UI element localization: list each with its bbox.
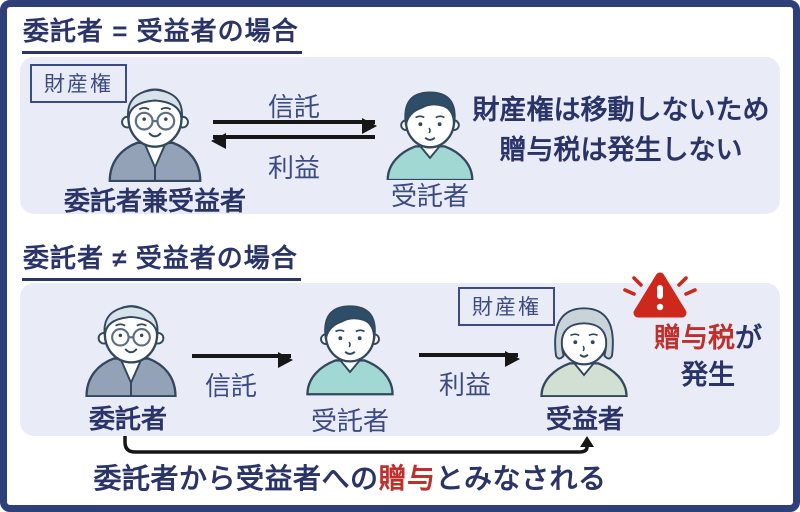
property-right-box-1: 財産権 [30, 64, 127, 103]
gift-tax-warning-line1: 贈与税が [632, 320, 784, 357]
benefit-arrow-label-2: 利益 [438, 370, 491, 400]
gift-tax-warning-line2: 発生 [681, 360, 735, 390]
section2-title: 委託者 ≠ 受益者の場合 [22, 238, 301, 281]
young-man-illustration-2 [306, 305, 394, 396]
trust-arrow-label-2: 信託 [204, 371, 257, 401]
gift-deemed-note-prefix: 委託者から受益者への [93, 463, 379, 494]
benefit-arrow-2 [419, 351, 520, 367]
settlor-beneficiary-label: 委託者兼受益者 [63, 186, 246, 216]
section1-result-line1: 財産権は移動しないため [472, 95, 770, 125]
elderly-man-illustration-1 [108, 88, 202, 182]
trustee-label-1: 受託者 [390, 181, 469, 211]
section2-heading-wrap: 委託者 ≠ 受益者の場合 [22, 238, 301, 281]
elderly-man-illustration-2 [85, 305, 177, 397]
trust-arrowhead-2 [278, 352, 293, 368]
benefit-arrow-1 [211, 133, 375, 149]
gift-deemed-note-suffix: とみなされる [435, 463, 607, 494]
gift-tax-warning-suffix: が [735, 323, 762, 353]
elderly-woman-illustration [540, 307, 628, 397]
gift-tax-warning-emphasis: 贈与税 [654, 323, 735, 353]
trustee-label-2: 受託者 [310, 406, 389, 436]
beneficiary-label: 受益者 [545, 404, 624, 434]
warning-icon [623, 272, 697, 318]
property-right-label-2: 財産権 [458, 287, 555, 326]
benefit-arrow-label-1: 利益 [267, 153, 320, 183]
settlor-to-beneficiary-bracket-arrow [123, 436, 594, 454]
property-right-label-1: 財産権 [30, 64, 127, 103]
gift-deemed-note-emphasis: 贈与 [378, 463, 436, 494]
trust-arrowhead-1 [362, 118, 377, 134]
benefit-arrowhead-1 [211, 133, 226, 149]
gift-tax-warning-text: 贈与税が 発生 [632, 320, 784, 394]
trust-arrow-label-1: 信託 [267, 92, 320, 122]
gift-deemed-note: 委託者から受益者への贈与とみなされる [60, 457, 640, 497]
property-right-box-2: 財産権 [458, 287, 555, 326]
young-man-illustration-1 [386, 91, 474, 180]
benefit-arrowhead-2 [505, 351, 520, 367]
section1-heading-wrap: 委託者 = 受益者の場合 [22, 11, 302, 54]
section1-result-text: 財産権は移動しないため 贈与税は発生しない [462, 90, 780, 170]
section1-result-line2: 贈与税は発生しない [499, 135, 743, 165]
trust-arrow-2 [192, 352, 293, 368]
section1-title: 委託者 = 受益者の場合 [22, 11, 302, 54]
settlor-label-2: 委託者 [88, 404, 167, 434]
trust-arrow-1 [213, 118, 377, 134]
